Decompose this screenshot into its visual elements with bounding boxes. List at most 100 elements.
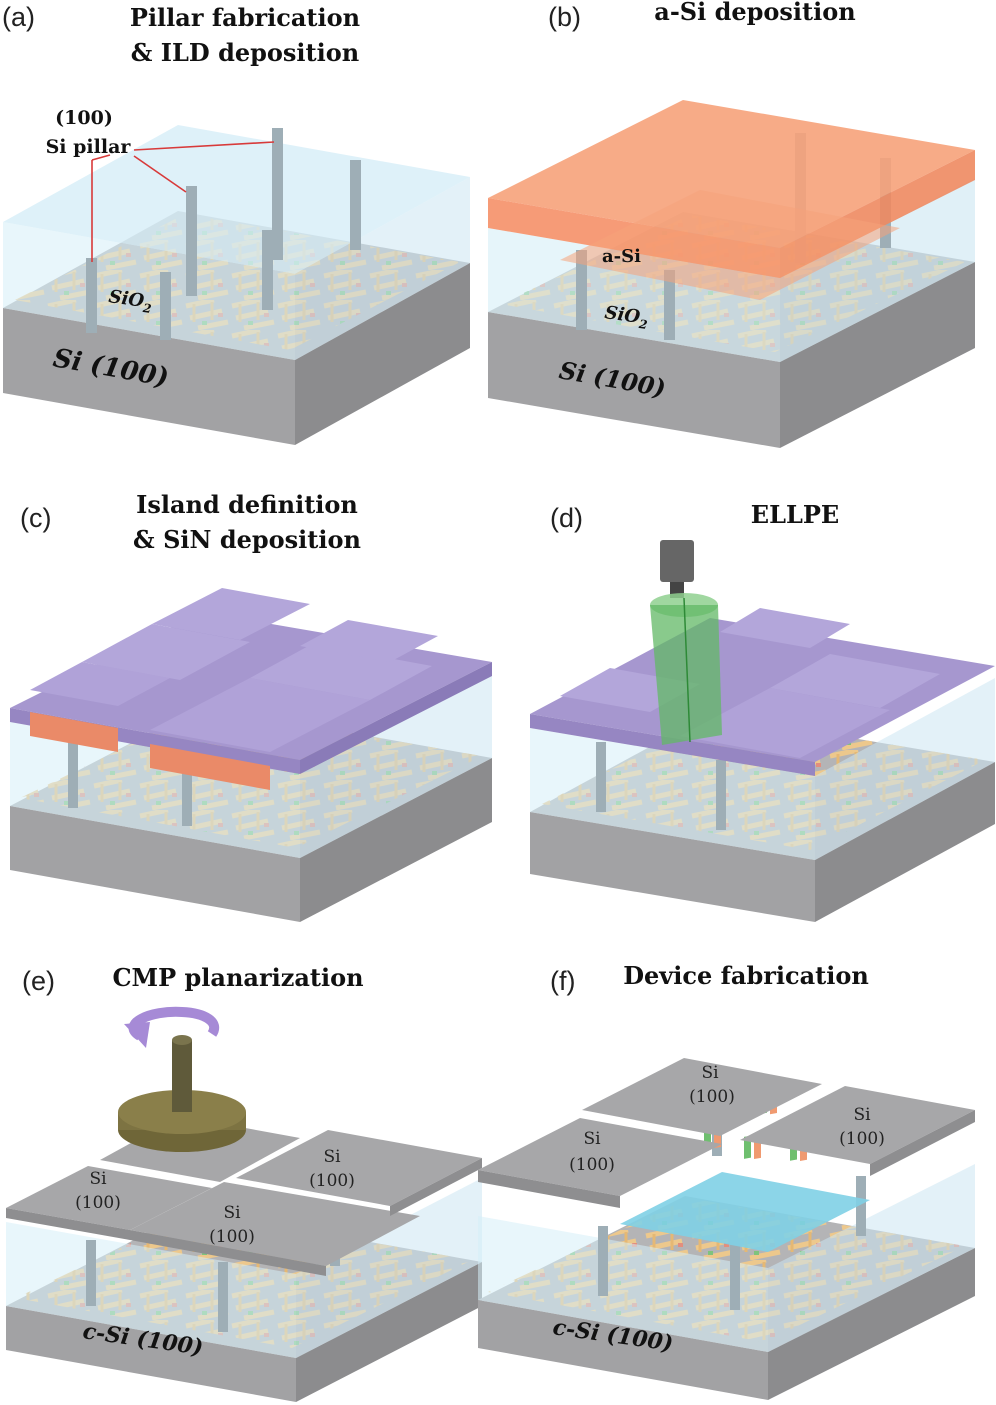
a-callout-lines [91, 141, 275, 262]
a-si-pillar [186, 186, 197, 296]
laser-beam-core [683, 597, 691, 743]
f-si-pillar [598, 1226, 608, 1296]
f-tile-3-line2: (100) [839, 1129, 885, 1149]
f-si-tile [582, 1058, 822, 1136]
panel-b-label: (b) [548, 2, 581, 32]
panel-a-label: (a) [2, 2, 35, 32]
cmp-polisher [118, 1006, 246, 1152]
panel-a-title-line1: Pillar fabrication [130, 3, 360, 32]
f-tile-3-line1: Si [853, 1105, 871, 1125]
e-tile-3-line1: Si [223, 1203, 241, 1223]
d-island [680, 688, 890, 758]
e-si-tile [130, 1182, 420, 1266]
cmp-spindle-cap [172, 1035, 192, 1045]
c-island [150, 678, 370, 752]
f-substrate-front [478, 1300, 768, 1400]
b-substrate-side [780, 262, 975, 448]
panel-f-title: Device fabrication [623, 961, 869, 990]
b-si-pillar [664, 270, 675, 340]
c-ild-side [300, 674, 492, 858]
c-island-edge [30, 712, 118, 752]
b-si-pillar [576, 250, 587, 330]
panel-e: (e) CMP planarization Si (100) Si (100) … [6, 963, 482, 1402]
e-ild-side [296, 1178, 482, 1358]
c-island [82, 624, 250, 680]
e-substrate-side [296, 1262, 482, 1402]
f-si-tile [478, 1118, 722, 1196]
c-ild-front [10, 722, 300, 858]
c-island-edge [150, 744, 270, 790]
c-island [300, 620, 438, 662]
cmp-spindle [172, 1040, 192, 1112]
laser-head [650, 540, 722, 745]
a-si-pillar [86, 258, 97, 333]
rotation-arrowhead-icon [124, 1022, 150, 1048]
laser-beam [650, 605, 722, 745]
e-si-pillar [218, 1262, 228, 1332]
f-si-tile-edge [870, 1110, 975, 1176]
c-island [30, 662, 170, 706]
panel-d-label: (d) [550, 503, 583, 533]
b-oxide-label: SiO2 [603, 302, 650, 332]
e-si-tile [236, 1130, 482, 1206]
panel-a-title-line2: & ILD deposition [131, 38, 359, 67]
a-oxide-label: SiO2 [107, 286, 154, 316]
panel-e-label: (e) [22, 966, 55, 996]
e-tile-2-line2: (100) [309, 1171, 355, 1191]
b-ild-side [780, 178, 975, 362]
b-ild-front [488, 228, 780, 362]
d-sin-front [530, 714, 815, 776]
a-si-pillar [350, 160, 361, 250]
panel-d: (d) ELLPE [530, 500, 995, 922]
c-island [152, 588, 310, 640]
panel-c-label: (c) [20, 503, 51, 533]
f-si-tile-edge [478, 1170, 620, 1208]
f-ild-side [768, 1164, 975, 1352]
b-asi-label: a-Si [602, 246, 641, 267]
panel-d-title: ELLPE [751, 500, 839, 529]
panel-f: (f) Device fabrication [478, 961, 975, 1400]
e-substrate-front [6, 1306, 296, 1402]
panel-f-label: (f) [550, 966, 575, 996]
e-si-pillar [86, 1240, 96, 1306]
d-ild-side [815, 678, 995, 860]
a-si-pillar [160, 272, 171, 340]
laser-nozzle [660, 540, 694, 582]
f-si-pillar [730, 1240, 740, 1310]
d-sin-top [530, 618, 995, 762]
e-tile-1-line1: Si [89, 1169, 107, 1189]
f-tile-1-line1: Si [701, 1063, 719, 1083]
d-substrate-front [530, 812, 815, 922]
a-si-pillar [262, 230, 273, 310]
a-si-pillar [272, 128, 283, 260]
c-substrate-front [10, 806, 300, 922]
a-callout-line1: (100) [55, 107, 113, 129]
panel-c-title-line2: & SiN deposition [133, 525, 361, 554]
b-asi-pillar-area [560, 190, 900, 300]
e-tile-1-line2: (100) [75, 1193, 121, 1213]
a-ild-front [3, 222, 295, 360]
e-si-tile-edge [6, 1208, 130, 1240]
d-si-pillar [716, 760, 726, 830]
panel-c: (c) Island definition & SiN deposition [10, 490, 492, 922]
panel-c-title-line1: Island definition [136, 490, 358, 519]
d-island [770, 654, 940, 708]
panel-b: (b) a-Si deposition a-Si SiO2 Si (100) [488, 0, 975, 448]
e-tile-2-line1: Si [323, 1147, 341, 1167]
f-tile-2-line1: Si [583, 1129, 601, 1149]
f-substrate-side [768, 1248, 975, 1400]
c-substrate-side [300, 758, 492, 922]
b-substrate-front [488, 312, 780, 448]
f-device-region [620, 1172, 870, 1252]
c-sin-side [300, 662, 492, 774]
f-tile-2-line2: (100) [569, 1155, 615, 1175]
c-si-pillar [68, 738, 78, 808]
f-ild-front [478, 1216, 768, 1352]
f-si-tile [740, 1086, 975, 1164]
f-si-pillar [856, 1176, 866, 1236]
panel-e-title: CMP planarization [112, 963, 363, 992]
panel-b-title: a-Si deposition [654, 0, 855, 26]
d-island [720, 608, 850, 648]
e-si-tile-edge [390, 1158, 482, 1216]
